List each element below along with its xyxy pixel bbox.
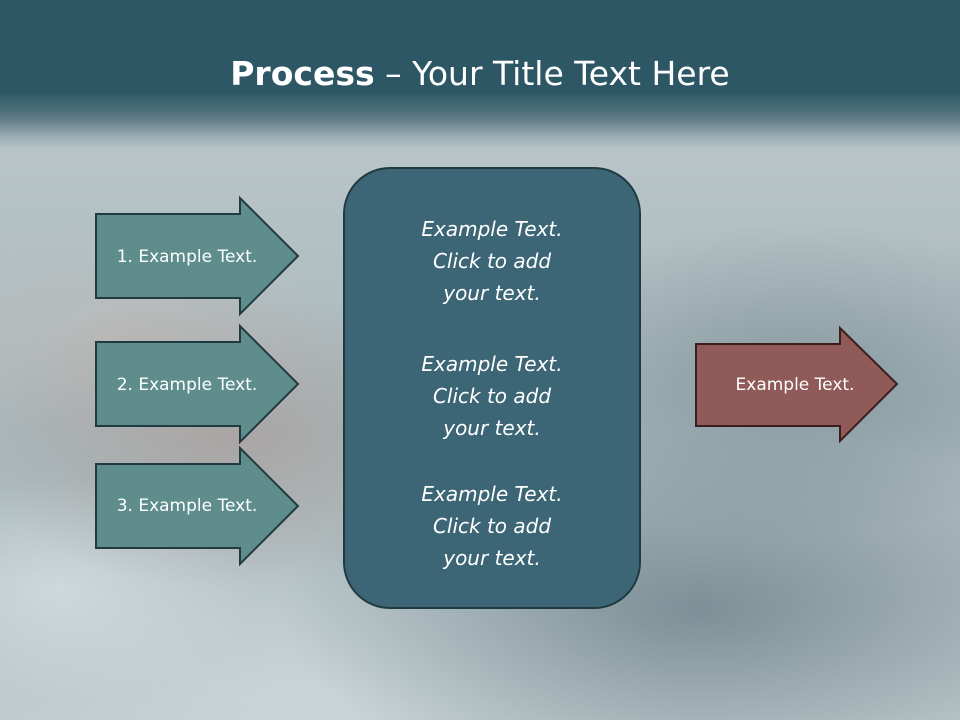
left-arrow-3-label: 3. Example Text. bbox=[117, 496, 258, 516]
left-arrow-3[interactable]: 3. Example Text. bbox=[95, 445, 300, 567]
page-title[interactable]: Process – Your Title Text Here bbox=[0, 52, 960, 96]
center-block-2-line-3: your text. bbox=[442, 416, 541, 440]
center-block-3-line-2: Click to add bbox=[433, 514, 551, 538]
left-arrow-2[interactable]: 2. Example Text. bbox=[95, 323, 300, 445]
center-block-2-line-1: Example Text. bbox=[421, 352, 562, 376]
right-arrow[interactable]: Example Text. bbox=[695, 325, 899, 444]
title-bar: Process – Your Title Text Here bbox=[0, 0, 960, 150]
center-block-2-line-2: Click to add bbox=[433, 384, 551, 408]
left-arrow-1[interactable]: 1. Example Text. bbox=[95, 195, 300, 317]
right-arrow-label: Example Text. bbox=[736, 375, 855, 395]
title-bold: Process bbox=[230, 54, 375, 93]
center-block-1-line-2: Click to add bbox=[433, 249, 551, 273]
left-arrow-2-label: 2. Example Text. bbox=[117, 375, 258, 395]
center-block-1-line-1: Example Text. bbox=[421, 217, 562, 241]
title-rest: – Your Title Text Here bbox=[374, 54, 730, 93]
center-box[interactable]: Example Text. Click to add your text. Ex… bbox=[343, 167, 641, 609]
center-block-3-line-3: your text. bbox=[442, 546, 541, 570]
center-block-1-line-3: your text. bbox=[442, 281, 541, 305]
center-block-3-line-1: Example Text. bbox=[421, 482, 562, 506]
left-arrow-1-label: 1. Example Text. bbox=[117, 247, 258, 267]
